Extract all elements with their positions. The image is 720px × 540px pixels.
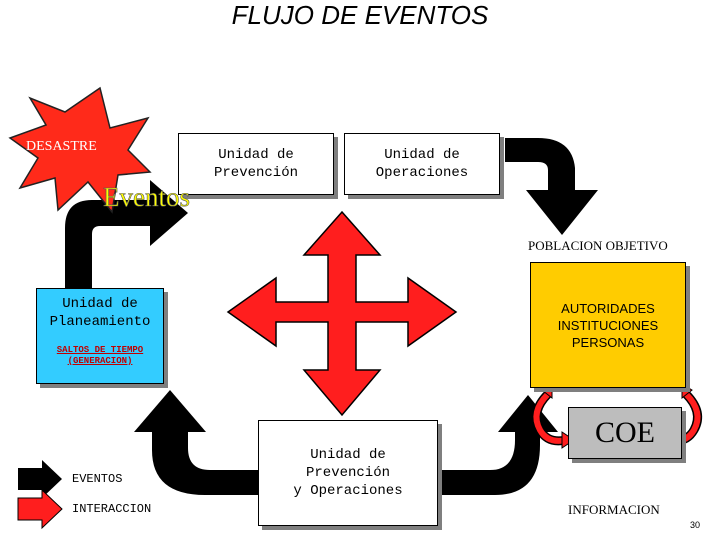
autoridades-line3: PERSONAS (571, 334, 645, 350)
legend-black-arrow-icon (18, 460, 62, 498)
autoridades-box: AUTORIDADES INSTITUCIONES PERSONAS (530, 262, 686, 388)
flow-arrow-left (65, 180, 188, 288)
page-title: FLUJO DE EVENTOS (231, 0, 489, 30)
autoridades-line1: AUTORIDADES (561, 300, 655, 316)
flow-arrow-bottom-right (440, 395, 558, 495)
saltos-line2: (GENERACION) (67, 356, 133, 366)
coe-box: COE (568, 407, 682, 459)
eventos-label: Eventos (103, 182, 191, 213)
poblacion-objetivo-label: POBLACION OBJETIVO (528, 238, 668, 253)
unidad-planeamiento-box: Unidad de Planeamiento SALTOS DE TIEMPO … (36, 288, 164, 384)
desastre-burst-icon (8, 86, 152, 214)
upo-line1: Unidad de (310, 447, 386, 463)
upo-line2: Prevención (305, 465, 390, 481)
desastre-label: DESASTRE (26, 139, 97, 154)
unidad-operaciones-box: Unidad de Operaciones (344, 133, 500, 195)
flow-arrow-bottom-left (134, 390, 258, 495)
unidad-operaciones-line2: Operaciones (375, 165, 469, 181)
informacion-label: INFORMACION (568, 502, 660, 517)
page-number: 30 (690, 520, 701, 530)
upo-line3: y Operaciones (293, 483, 403, 499)
unidad-planeamiento-line1: Unidad de (62, 296, 138, 312)
interaction-cross-arrow-icon (226, 210, 458, 417)
unidad-prevencion-box: Unidad de Prevención (178, 133, 334, 195)
legend-eventos-label: EVENTOS (72, 472, 123, 486)
unidad-prevencion-operaciones-box: Unidad de Prevención y Operaciones (258, 420, 438, 526)
unidad-operaciones-line1: Unidad de (384, 147, 460, 163)
unidad-prevencion-line2: Prevención (213, 165, 298, 181)
legend-red-arrow-icon (17, 488, 63, 530)
unidad-prevencion-line1: Unidad de (218, 147, 294, 163)
autoridades-line2: INSTITUCIONES (557, 317, 659, 333)
unidad-planeamiento-line2: Planeamiento (49, 314, 151, 330)
legend-interaccion-label: INTERACCION (72, 502, 152, 516)
flow-arrow-top-right (505, 138, 598, 235)
saltos-line1: SALTOS DE TIEMPO (56, 345, 144, 355)
